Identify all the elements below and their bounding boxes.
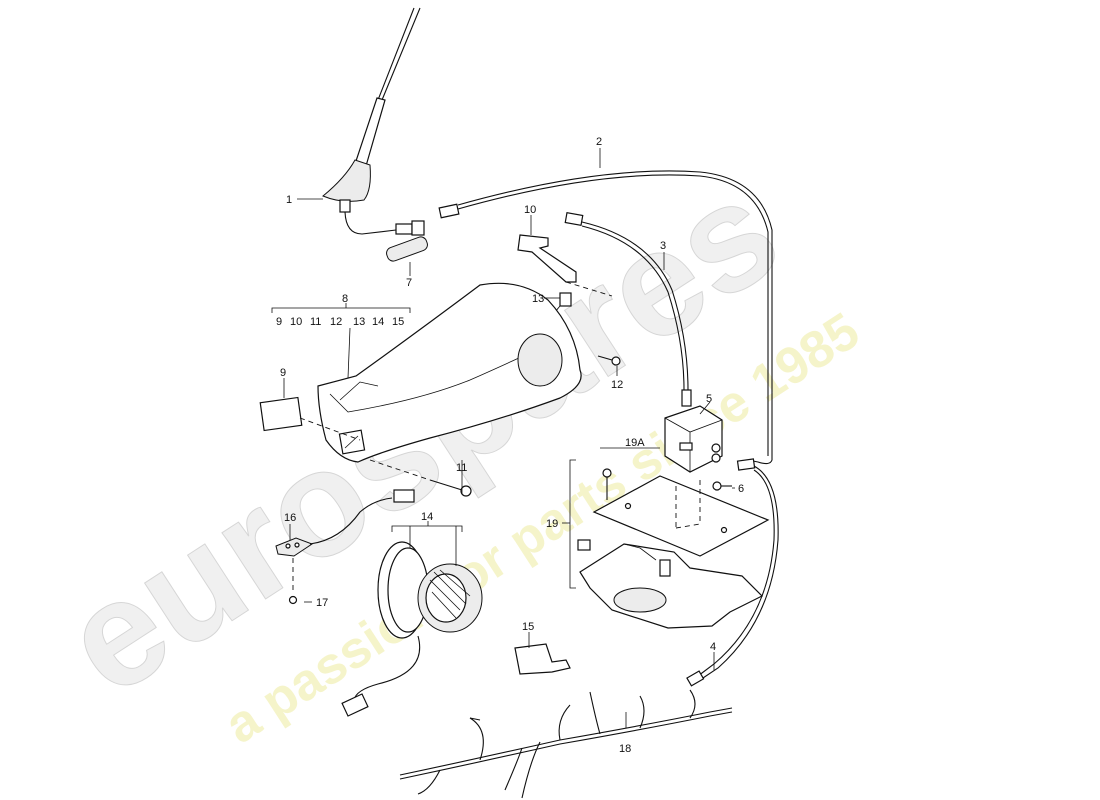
lower-cable	[686, 458, 779, 687]
label-19: 19	[546, 518, 558, 530]
amplifier	[664, 405, 723, 473]
watermark: eurospares a passion for parts since 198…	[35, 145, 869, 755]
group8-sub-11: 11	[310, 316, 321, 328]
amplifier-cable	[564, 211, 692, 407]
label-19a: 19A	[625, 437, 645, 449]
label-17: 17	[316, 597, 328, 609]
label-9: 9	[280, 367, 286, 379]
small-bracket	[514, 643, 571, 675]
screw-19a	[602, 468, 612, 500]
label-11: 11	[456, 462, 467, 474]
lamp	[275, 489, 415, 557]
label-2: 2	[596, 136, 602, 148]
group8-sub-10: 10	[290, 316, 302, 328]
screw-6	[712, 481, 732, 491]
label-3: 3	[660, 240, 666, 252]
label-14: 14	[421, 511, 433, 523]
lower-bracket	[577, 539, 764, 629]
wiring-harness	[399, 689, 733, 799]
label-5: 5	[706, 393, 712, 405]
group8-sub-9: 9	[276, 316, 282, 328]
label-12: 12	[611, 379, 623, 391]
console-housing	[317, 282, 582, 463]
group8-sub-13: 13	[353, 316, 365, 328]
label-16: 16	[284, 512, 296, 524]
label-1: 1	[286, 194, 292, 206]
label-6: 6	[738, 483, 744, 495]
label-7: 7	[406, 277, 412, 289]
label-8: 8	[342, 293, 348, 305]
group8-sub-15: 15	[392, 316, 404, 328]
label-15: 15	[522, 621, 534, 633]
label-10: 10	[524, 204, 536, 216]
cable-sleeve	[386, 236, 428, 262]
part-labels: 1 2 3 4 5 6 7 8 9 10 11 12 13 14 15 16 1…	[276, 136, 744, 755]
label-13: 13	[532, 293, 544, 305]
bracket	[517, 234, 613, 297]
group8-sub-12: 12	[330, 316, 342, 328]
antenna	[322, 7, 460, 236]
speaker	[341, 541, 483, 717]
cover-plate	[259, 396, 361, 441]
screw-17	[288, 558, 298, 605]
antenna-cable	[457, 170, 773, 465]
mounting-plate	[592, 475, 770, 557]
label-18: 18	[619, 743, 631, 755]
screw-12	[597, 355, 621, 366]
group8-sub-14: 14	[372, 316, 384, 328]
label-4: 4	[710, 641, 716, 653]
screw-11	[369, 459, 472, 497]
leaders	[271, 148, 735, 728]
clip	[559, 292, 572, 307]
